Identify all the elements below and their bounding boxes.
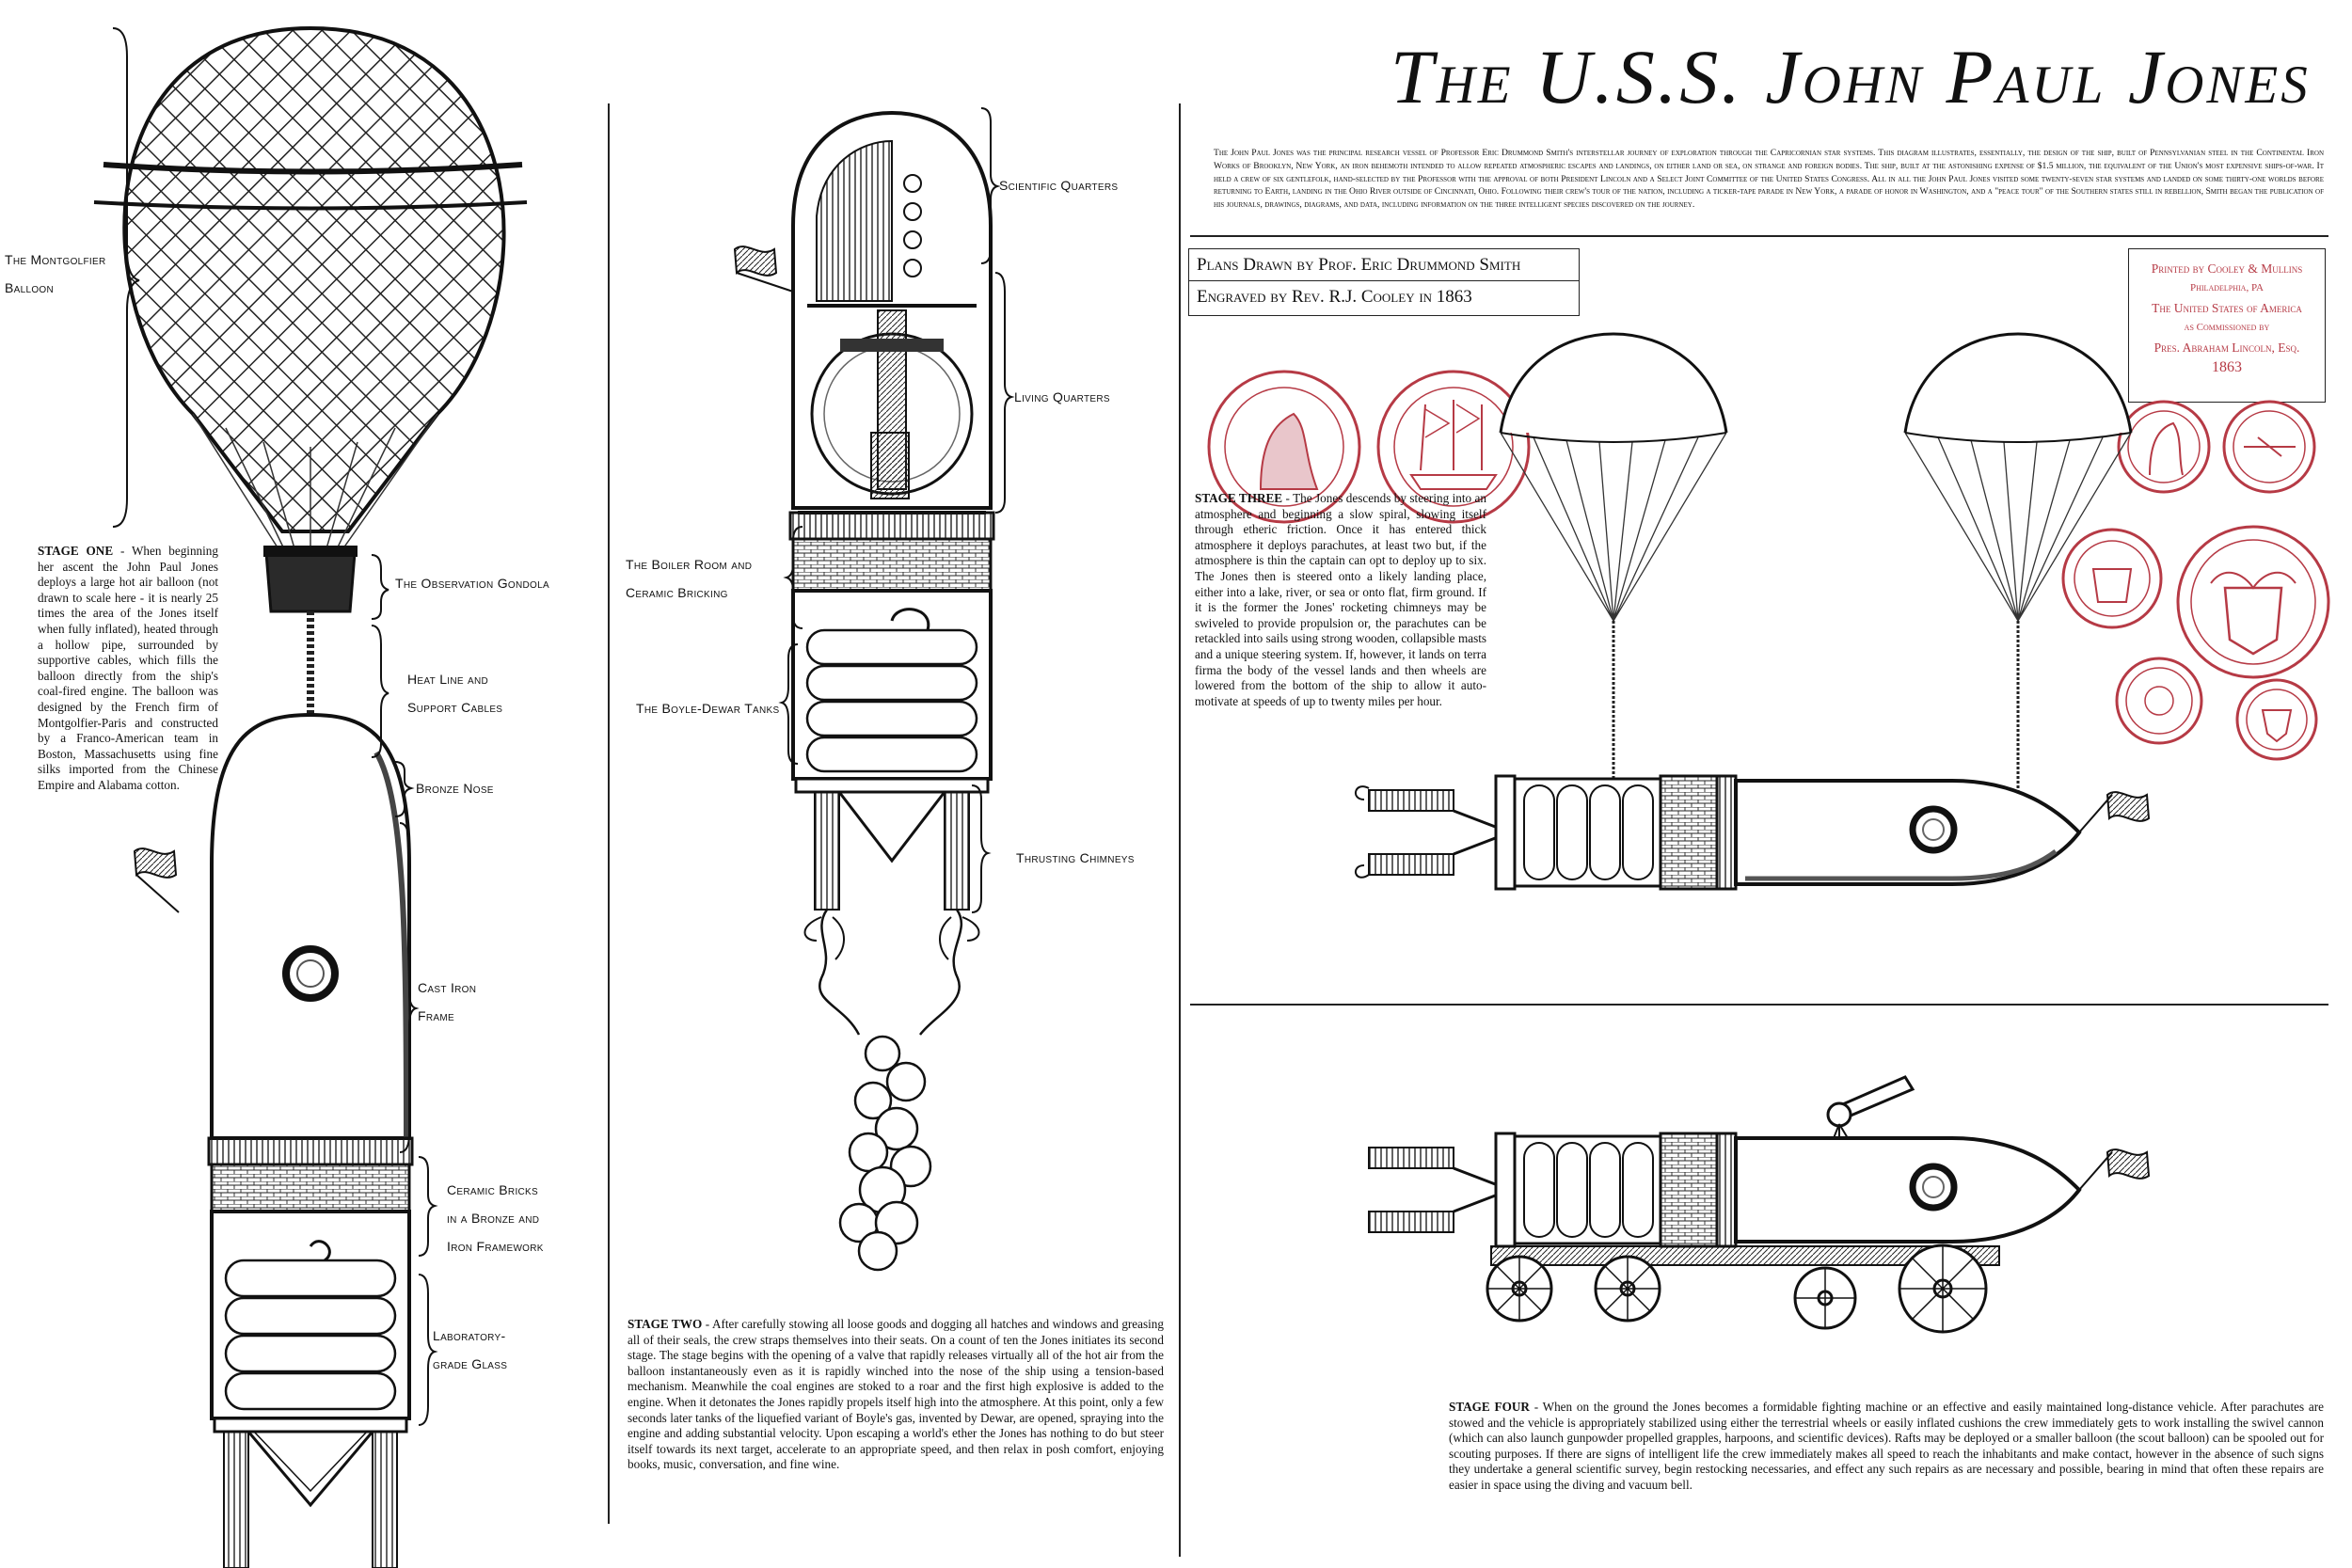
label-living-quarters: Living Quarters [1014, 389, 1110, 404]
flag-icon [133, 847, 180, 913]
stage-four-text: STAGE FOUR - When on the ground the Jone… [1449, 1400, 2324, 1492]
column-divider-left [608, 103, 610, 1524]
page-title: The U.S.S. John Paul Jones [1391, 34, 2311, 119]
wheel-icon [1594, 1255, 1661, 1323]
label-boyle-dewar-tanks: The Boyle-Dewar Tanks [636, 701, 780, 716]
stage-two-illustration [733, 107, 1015, 1272]
medal-icon [2061, 528, 2163, 629]
plans-credit-box: Plans Drawn by Prof. Eric Drummond Smith… [1188, 248, 1580, 316]
stage-one-text: STAGE ONE - When beginning her ascent th… [38, 544, 218, 792]
label-scientific-quarters: Scientific Quarters [999, 178, 1119, 193]
ship-illustration [788, 110, 995, 1272]
header-rule [1190, 235, 2328, 237]
label-observation-gondola: The Observation Gondola [395, 576, 549, 591]
flag-icon [2078, 1148, 2151, 1191]
printer-credit-box: Printed by Cooley & Mullins Philadelphia… [2128, 248, 2326, 403]
parachute-illustration [1903, 332, 2133, 800]
intro-text: The John Paul Jones was the principal re… [1214, 148, 2324, 211]
stage-divider [1190, 1004, 2328, 1006]
cannon-illustration [1826, 1075, 1915, 1148]
ship-illustration [207, 712, 414, 1568]
medal-icon [1207, 370, 1361, 524]
medal-icon [2235, 678, 2318, 761]
wheel-icon [1898, 1243, 1988, 1334]
stage-two-text: STAGE TWO - After carefully stowing all … [628, 1317, 1164, 1472]
balloon-illustration [93, 25, 528, 715]
medal-icon [2117, 400, 2211, 494]
label-bronze-nose: Bronze Nose [416, 781, 494, 796]
label-thrusting-chimneys: Thrusting Chimneys [1016, 850, 1135, 865]
stage-three-text: STAGE THREE - The Jones descends by stee… [1195, 491, 1486, 708]
ship-illustration [1368, 1132, 2082, 1266]
flag-icon [733, 245, 794, 293]
flag-icon [2078, 791, 2151, 833]
label-laboratory-glass: Laboratory-grade Glass [433, 1328, 508, 1371]
parachute-illustration [1499, 332, 1728, 800]
medal-icon [2222, 400, 2316, 494]
medal-icon [1376, 370, 1531, 524]
stage-one-illustration [93, 25, 528, 1568]
medal-icon [2176, 525, 2330, 679]
ship-illustration [1355, 774, 2082, 891]
wheel-icon [1486, 1255, 1553, 1323]
stage-three-illustration [1355, 332, 2151, 891]
label-brackets [778, 107, 1015, 913]
medal-icon [2115, 657, 2203, 745]
wheel-icon [1793, 1266, 1857, 1330]
column-divider-right [1179, 103, 1181, 1557]
label-brackets [112, 27, 438, 1426]
medals-group [1207, 370, 2330, 761]
stage-four-illustration [1368, 1075, 2151, 1334]
